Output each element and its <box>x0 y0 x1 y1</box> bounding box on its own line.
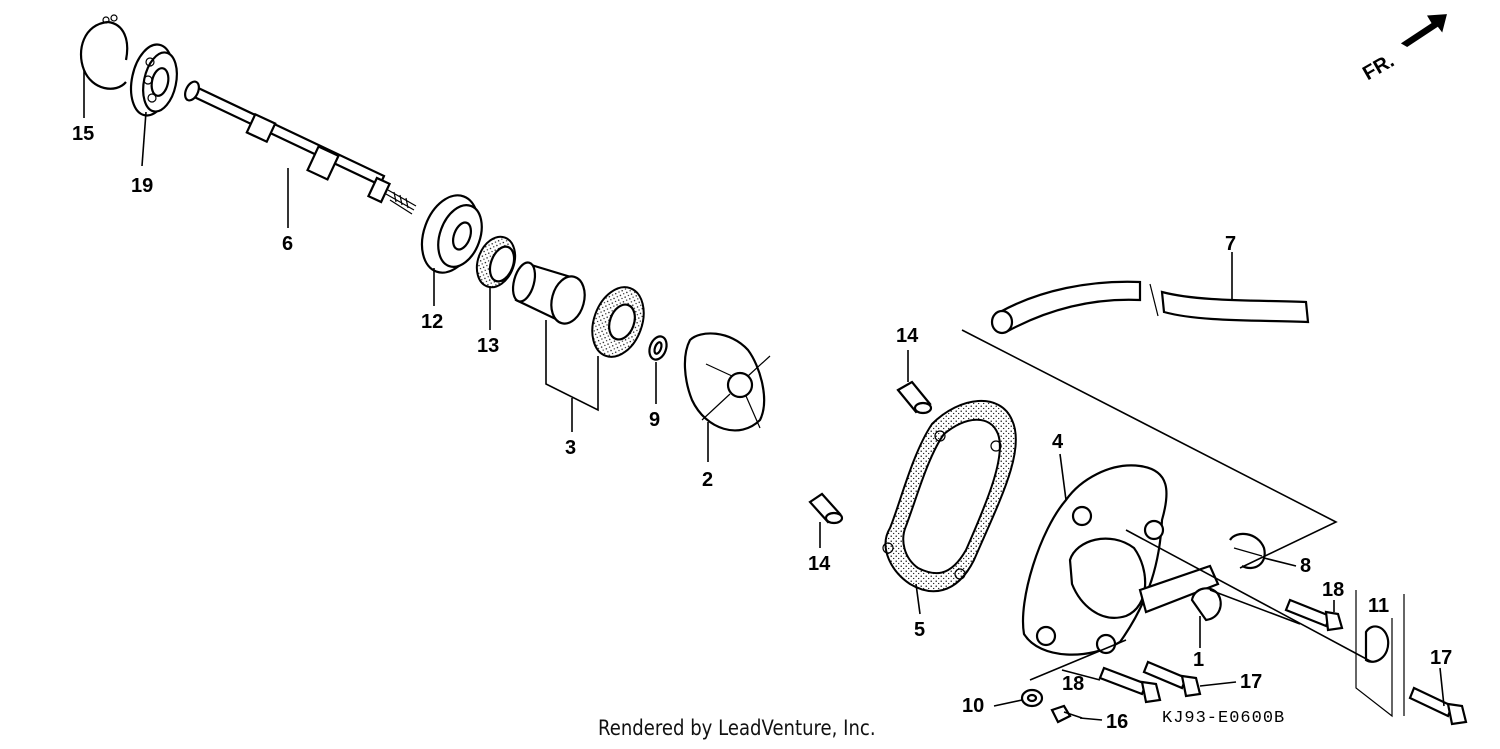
callout-7: 7 <box>1225 233 1236 255</box>
callout-17-right: 17 <box>1430 647 1452 669</box>
part-circlip <box>79 14 129 90</box>
part-hose-clamp-8 <box>1229 532 1266 570</box>
callout-labels: 15 19 6 12 13 3 9 2 14 14 5 4 7 8 18 11 … <box>72 123 1452 733</box>
part-dowel-pin-upper <box>896 380 933 415</box>
part-dowel-pin-lower <box>808 492 844 525</box>
part-clamp-1 <box>1190 587 1222 622</box>
callout-16: 16 <box>1106 711 1128 733</box>
callout-12: 12 <box>421 311 443 333</box>
callout-4: 4 <box>1052 431 1064 453</box>
part-pump-cover <box>1022 464 1220 656</box>
part-clamp-11 <box>1355 590 1405 718</box>
callout-18-lower: 18 <box>1062 673 1084 695</box>
callout-19: 19 <box>131 175 153 197</box>
part-bolt-17-right <box>1408 686 1468 726</box>
callout-3: 3 <box>565 437 576 459</box>
part-bearing-19 <box>129 43 178 117</box>
part-mechanical-seal <box>511 261 645 358</box>
part-bolt-18-lower <box>1098 666 1162 704</box>
callout-9: 9 <box>649 409 660 431</box>
part-water-hose <box>990 280 1310 335</box>
part-impeller <box>683 332 771 432</box>
callout-1: 1 <box>1193 649 1204 671</box>
callout-10: 10 <box>962 695 984 717</box>
callout-2: 2 <box>702 469 713 491</box>
part-washer-9 <box>648 335 668 361</box>
callout-17-middle: 17 <box>1240 671 1262 693</box>
part-bolt-17-middle <box>1142 660 1202 698</box>
part-washer-10 <box>1020 688 1044 708</box>
front-direction-arrow: FR. <box>1359 14 1447 85</box>
callout-18-right: 18 <box>1322 579 1344 601</box>
callout-14-upper: 14 <box>896 325 919 347</box>
part-oil-seal <box>475 235 517 289</box>
part-bolt-18-right <box>1284 598 1344 632</box>
callout-14-lower: 14 <box>808 553 831 575</box>
callout-15: 15 <box>72 123 94 145</box>
callout-6: 6 <box>282 233 293 255</box>
part-gasket <box>882 399 1017 593</box>
render-credit: Rendered by LeadVenture, Inc. <box>598 716 876 740</box>
callout-8: 8 <box>1300 555 1311 577</box>
part-pump-shaft <box>184 80 417 215</box>
part-bolt-16 <box>1050 704 1083 724</box>
callout-11: 11 <box>1368 595 1389 617</box>
drawing-code: KJ93-E0600B <box>1162 709 1285 728</box>
part-bearing-12 <box>420 194 483 274</box>
callout-5: 5 <box>914 619 925 641</box>
leader-lines <box>83 70 1445 721</box>
callout-13: 13 <box>477 335 499 357</box>
fr-label: FR. <box>1359 50 1398 85</box>
